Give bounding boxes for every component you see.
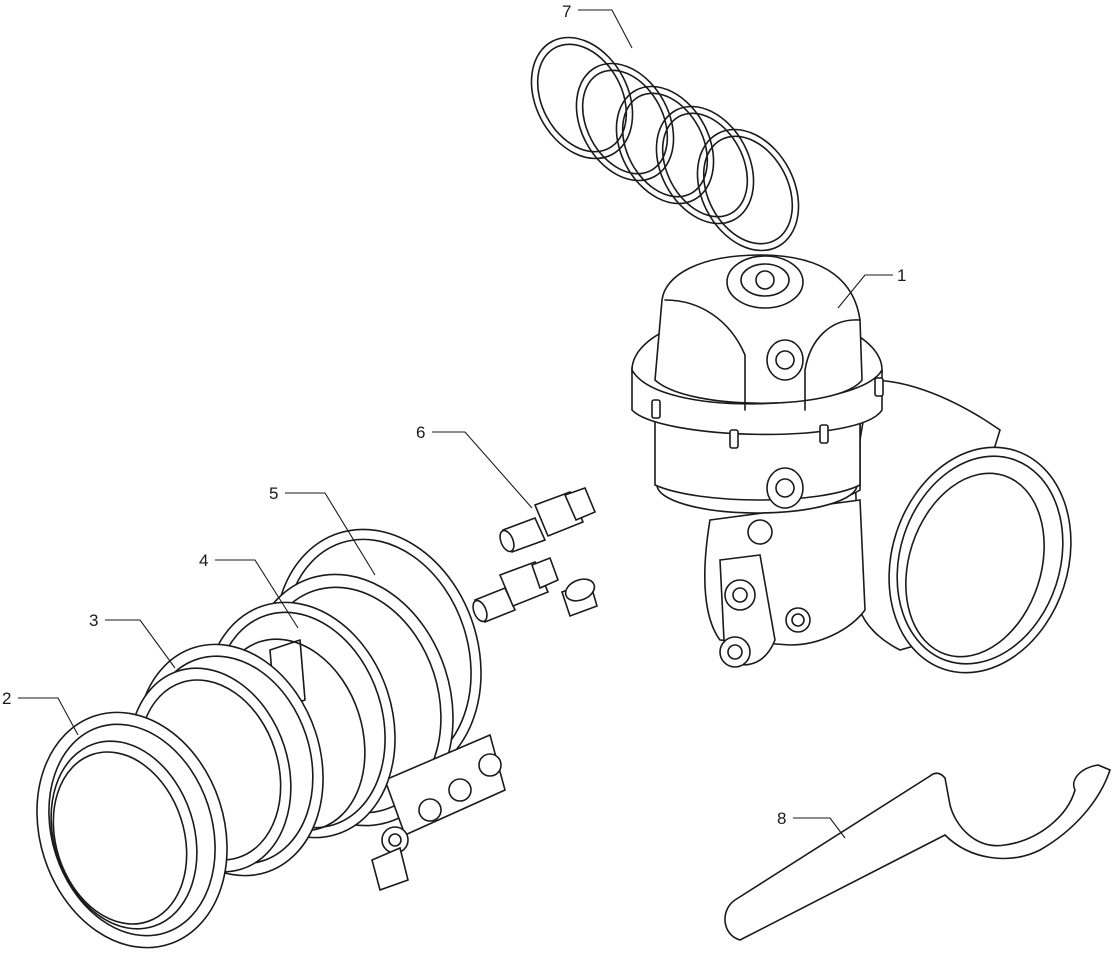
leader-3 — [105, 619, 176, 669]
leader-4 — [215, 559, 299, 629]
callout-4: 4 — [199, 551, 208, 570]
callout-6: 6 — [416, 423, 425, 442]
leader-8 — [793, 817, 846, 839]
part-1-valve-body — [631, 254, 1072, 674]
callout-8: 8 — [777, 809, 786, 828]
callout-3: 3 — [89, 611, 98, 630]
callout-5: 5 — [269, 484, 278, 503]
part-7-spring — [530, 36, 800, 252]
leader-lines — [18, 9, 893, 839]
callout-1: 1 — [897, 266, 906, 285]
leader-5 — [285, 492, 376, 576]
callout-labels: 1 2 3 4 5 6 7 8 — [2, 2, 906, 828]
leader-7 — [578, 9, 633, 49]
part-6-fittings — [472, 486, 598, 624]
part-2-ring — [36, 711, 228, 949]
callout-7: 7 — [562, 2, 571, 21]
leader-1 — [837, 274, 893, 309]
part-8-spanner-wrench — [724, 764, 1111, 941]
leader-6 — [432, 431, 533, 509]
callout-2: 2 — [2, 689, 11, 708]
leader-2 — [18, 697, 79, 736]
